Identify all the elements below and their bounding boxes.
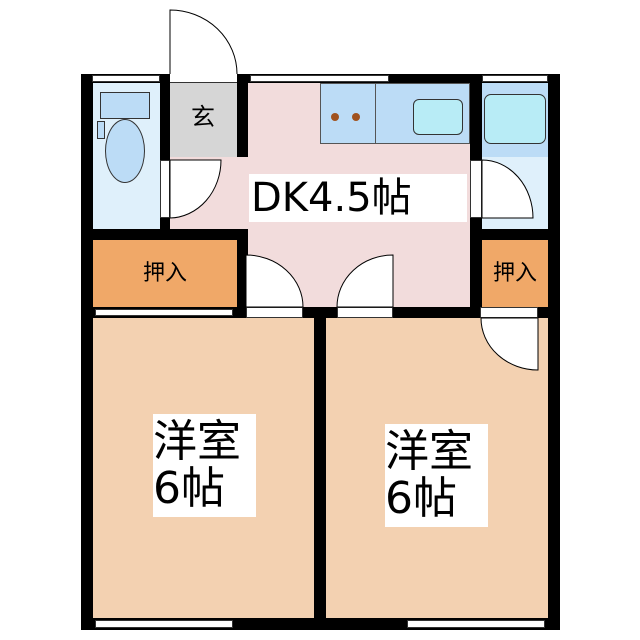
sink-icon (413, 99, 463, 135)
wall-genkan (237, 74, 248, 157)
closet-left-label: 押入 (142, 260, 187, 286)
wall-closet-left (237, 229, 248, 318)
window (250, 75, 389, 82)
room-right-door-swing (336, 254, 394, 308)
closet-right-label: 押入 (492, 260, 537, 286)
counter-divider (375, 83, 376, 144)
window (95, 620, 233, 628)
western-right-type: 洋室 (385, 426, 473, 478)
genkan-room (170, 83, 237, 157)
window (92, 75, 160, 82)
wall-room-divider (314, 307, 326, 618)
western-right-size: 6帖 (385, 472, 457, 524)
bath-door-swing (481, 159, 534, 219)
wall-right (548, 74, 560, 630)
room-left-door-swing (245, 254, 304, 308)
toilet-lever-icon (97, 121, 105, 139)
wall-toilet (160, 74, 170, 240)
toilet-tank-icon (100, 92, 150, 119)
window (482, 75, 548, 82)
western-left-label: 洋室 6帖 (153, 414, 256, 517)
dk-label: DK4.5帖 (249, 174, 467, 222)
burner-icon (331, 113, 339, 121)
window (407, 620, 545, 628)
wall-left (81, 74, 93, 630)
burner-icon (352, 113, 360, 121)
genkan-label: 玄 (191, 103, 215, 132)
toilet-bowl-icon (105, 119, 145, 183)
closet-right-door-swing (480, 317, 539, 371)
entrance-opening (170, 74, 237, 83)
wall-top-solid (389, 74, 470, 83)
closet-right (482, 240, 548, 307)
wall-mid-left (81, 229, 248, 240)
wall-mid-right (470, 229, 560, 240)
western-left-size: 6帖 (153, 462, 225, 514)
window (95, 309, 233, 316)
entrance-door-swing (169, 9, 238, 75)
bathtub-icon (484, 94, 546, 144)
closet-left (93, 240, 237, 307)
toilet-door-swing (169, 159, 222, 219)
western-left-type: 洋室 (153, 416, 241, 468)
western-right-label: 洋室 6帖 (385, 424, 488, 527)
